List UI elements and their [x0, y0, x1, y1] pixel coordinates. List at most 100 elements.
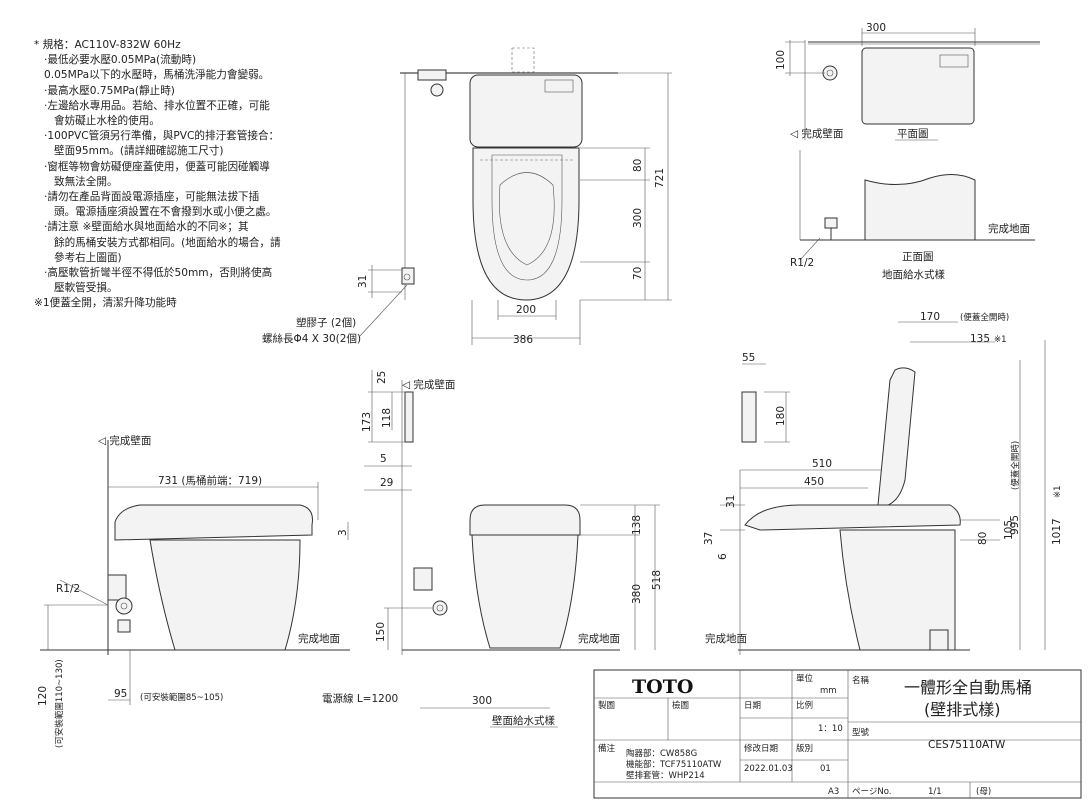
- dim-37: 37: [703, 532, 715, 545]
- paper-size: A3: [828, 787, 839, 797]
- model-label: 型號: [852, 727, 870, 738]
- finished-floor-right: 完成地面: [705, 632, 747, 645]
- note-line: 壓軟管受損。: [54, 282, 118, 295]
- dim-995: 995: [1009, 515, 1021, 535]
- title-block: TOTO 單位 mm 名稱 一體形全自動馬桶 (壁排式樣) 製圖 檢圖 日期 比…: [593, 669, 1082, 799]
- dim-721: 721: [654, 168, 666, 188]
- dim-510: 510: [812, 458, 832, 470]
- note-line: ※1便蓋全開，清潔升降功能時: [34, 297, 177, 310]
- check-label: 檢圖: [672, 700, 689, 711]
- dim-31-right: 31: [725, 495, 737, 508]
- note-line: 頭。電源插座須設置在不會撥到水或小便之處。: [54, 206, 277, 219]
- plan-view: 300 100 ◁ 完成壁面 平面圖: [775, 22, 1040, 141]
- scale-label: 比例: [796, 700, 813, 711]
- r12-left: R1/2: [56, 583, 80, 595]
- note-line: 致無法全開。: [54, 175, 118, 188]
- dim-300-bottom: 300: [472, 695, 492, 707]
- dim-118: 118: [381, 408, 393, 428]
- right-side-view: 55 180 510 450 完成地面 31 37 6 170 (便蓋全開時) …: [703, 311, 1063, 655]
- finished-wall-plan: ◁ 完成壁面: [789, 127, 843, 140]
- dim-138: 138: [631, 515, 643, 535]
- page-number: 1/1: [928, 787, 942, 797]
- unit-value: mm: [820, 686, 837, 696]
- finished-floor-top: 完成地面: [988, 222, 1030, 235]
- note-line: 壁面95mm。(請詳細確認施工尺寸): [54, 145, 224, 158]
- rev-date-label: 修改日期: [744, 743, 778, 754]
- spec-notes: * 規格：AC110V-832W 60Hz ·最低必要水壓0.05MPa(流動時…: [34, 38, 304, 312]
- plastic-plug-label: 塑膠子 (2個): [296, 316, 356, 329]
- parts-function: 機能部：TCF75110ATW: [626, 759, 722, 770]
- wall-supply-view: ◁ 完成壁面 25 173 118 5 29 完成地面 138 518 380 …: [322, 370, 663, 728]
- note-line: ·請勿在產品背面設電源插座，可能無法拔下插: [44, 191, 260, 204]
- note-line: 0.05MPa以下的水壓時，馬桶洗淨能力會變弱。: [44, 69, 270, 82]
- dim-380: 380: [631, 584, 643, 604]
- dim-450: 450: [804, 476, 824, 488]
- dim-731: 731 (馬桶前端：719): [158, 474, 262, 487]
- parts-sleeve: 壁排套管：WHP214: [626, 770, 705, 781]
- left-side-view: ◁ 完成壁面 731 (馬桶前端：719) R1/2 完成地面 3 95 (可安…: [37, 434, 350, 748]
- dim-100: 100: [775, 50, 787, 70]
- note-line: ·最高水壓0.75MPa(靜止時): [44, 84, 175, 97]
- finished-floor-left: 完成地面: [298, 632, 340, 645]
- finished-wall-center: ◁ 完成壁面: [401, 378, 455, 391]
- note-line: ·高壓軟管折彎半徑不得低於50mm，否則將使高: [44, 267, 273, 280]
- plan-view-title: 平面圖: [897, 128, 929, 140]
- dim-95: 95: [114, 688, 127, 700]
- range-95: (可安裝範圍85~105): [140, 692, 223, 703]
- dim-300-vertical: 300: [632, 208, 644, 228]
- note-line: ·100PVC管須另行準備，與PVC的排汙套管接合：: [44, 130, 280, 143]
- unit-label: 單位: [796, 673, 814, 684]
- remarks-label: 備注: [598, 743, 616, 754]
- screw-label: 螺絲長Φ4 X 30(2個): [262, 332, 361, 345]
- dim-1017: 1017: [1051, 518, 1063, 545]
- dim-31-top: 31: [357, 275, 369, 288]
- dim-386: 386: [513, 334, 533, 346]
- lid-open-label: (便蓋全開時): [960, 312, 1009, 323]
- date-label: 日期: [744, 701, 761, 711]
- version-value: 01: [820, 764, 831, 774]
- dim-5: 5: [380, 453, 387, 465]
- finished-floor-center: 完成地面: [578, 632, 620, 645]
- floor-supply-view: R1/2 完成地面 正面圖 地面給水式樣: [790, 150, 1035, 281]
- dim-29: 29: [380, 477, 393, 489]
- dim-300-plan: 300: [866, 22, 886, 34]
- r12-floor: R1/2: [790, 257, 814, 269]
- name-label: 名稱: [852, 675, 870, 686]
- dim-6: 6: [717, 553, 729, 560]
- dim-173: 173: [361, 412, 373, 432]
- note-line: ·請注意 ※壁面給水與地面給水的不同※；其: [44, 221, 249, 234]
- dim-55: 55: [742, 352, 755, 364]
- drawn-label: 製圖: [598, 700, 615, 711]
- dim-105: 105: [1003, 520, 1015, 540]
- model-value: CES75110ATW: [928, 739, 1006, 751]
- version-label: 版別: [796, 743, 813, 754]
- brand-logo: TOTO: [632, 676, 693, 698]
- front-view-title: 正面圖: [902, 251, 934, 263]
- dim-25: 25: [376, 371, 388, 384]
- dim-120: 120: [37, 686, 49, 706]
- dim-518: 518: [651, 570, 663, 590]
- dim-170: 170: [920, 311, 940, 323]
- product-name: 一體形全自動馬桶: [904, 678, 1032, 697]
- dim-200: 200: [516, 304, 536, 316]
- finished-wall-left: ◁ 完成壁面: [97, 434, 151, 447]
- floor-supply-title: 地面給水式樣: [882, 268, 945, 281]
- note-line: ·最低必要水壓0.05MPa(流動時): [44, 54, 197, 67]
- top-view: 386 200 721 80 300 70 31 塑膠子 (2個) 螺絲長Φ4 …: [262, 47, 672, 346]
- dim-70: 70: [632, 267, 644, 280]
- note-line: ·左邊給水專用品。若給、排水位置不正確，可能: [44, 99, 270, 112]
- rev-date: 2022.01.03: [744, 764, 793, 774]
- note-line: 會妨礙止水栓的使用。: [54, 115, 160, 128]
- note-line: ·窗框等物會妨礙便座蓋使用，便蓋可能因碰觸導: [44, 160, 270, 173]
- dim-80-top: 80: [632, 159, 644, 172]
- scale-value: 1：10: [818, 724, 843, 734]
- lid-open-label-2: (便蓋全開時): [1010, 441, 1021, 490]
- mark-symbol: (母): [976, 787, 991, 797]
- mark-1-b: ※1: [1053, 485, 1063, 498]
- power-cord-label: 電源線 L=1200: [322, 692, 398, 705]
- dim-150: 150: [375, 622, 387, 642]
- dim-135: 135: [970, 333, 990, 345]
- dim-180: 180: [775, 406, 787, 426]
- parts-ceramic: 陶器部：CW858G: [626, 748, 697, 759]
- note-line: 參考右上圖面): [54, 251, 122, 264]
